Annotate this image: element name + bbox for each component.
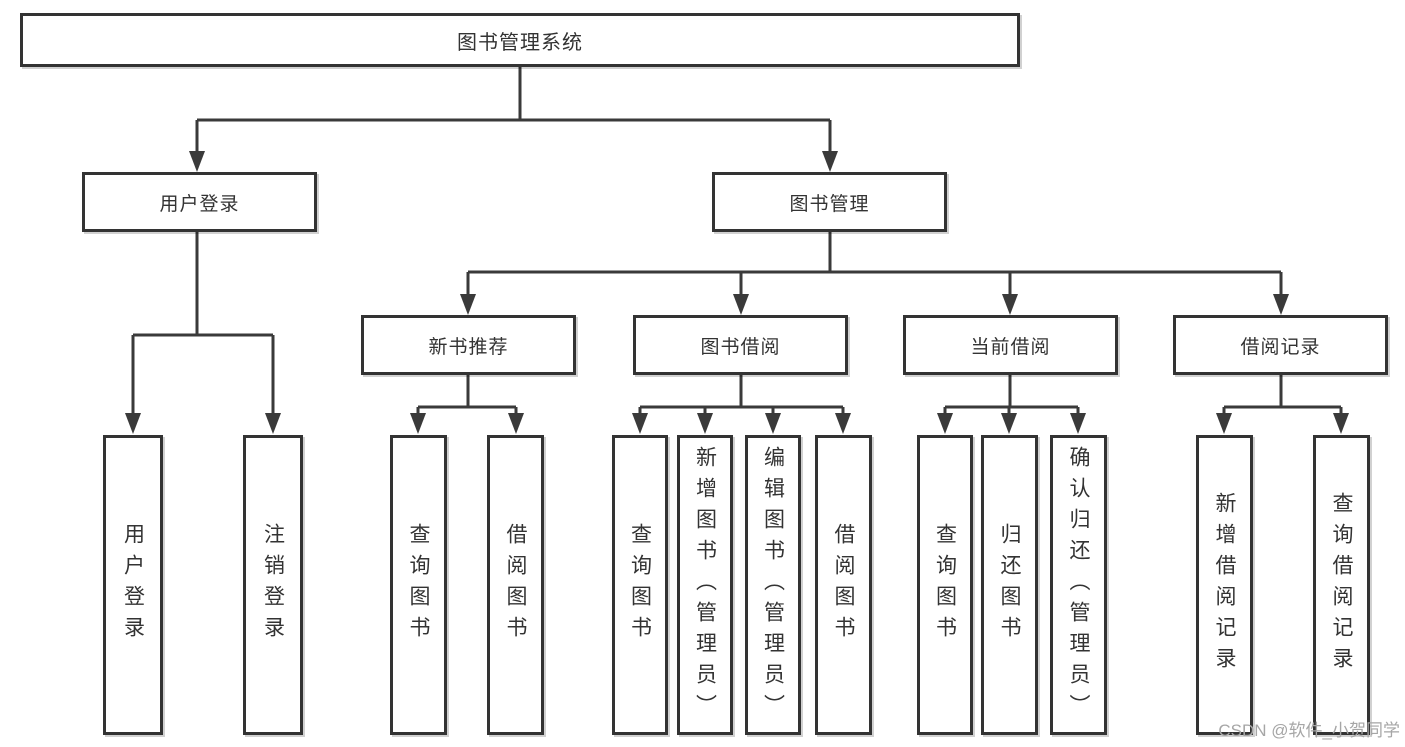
node-leaf-nb-query-books: 查询图书 [390,435,447,735]
node-book-borrow: 图书借阅 [633,315,848,375]
node-leaf-bb-query-books: 查询图书 [612,435,668,735]
node-label: 借阅图书 [832,523,855,647]
node-label: 注销登录 [261,523,285,647]
node-label: 查询图书 [933,523,957,647]
node-label: 借阅图书 [504,523,527,647]
node-book-management: 图书管理 [712,172,947,232]
node-label: 新书推荐 [428,336,509,358]
node-label: 用户登录 [121,523,145,647]
node-label: 新增图书（管理员） [693,445,717,725]
node-label: 查询借阅记录 [1330,492,1353,678]
node-leaf-br-query-record: 查询借阅记录 [1313,435,1370,735]
node-label: 查询图书 [628,523,652,647]
node-leaf-bb-edit-books-admin: 编辑图书（管理员） [745,435,801,735]
node-label: 图书管理系统 [457,31,583,54]
node-current-borrow: 当前借阅 [903,315,1118,375]
node-borrow-records: 借阅记录 [1173,315,1388,375]
node-new-book-recommend: 新书推荐 [361,315,576,375]
node-label: 图书借阅 [700,336,781,358]
node-label: 当前借阅 [970,336,1051,358]
node-label: 归还图书 [998,523,1021,647]
node-leaf-cb-confirm-return-admin: 确认归还（管理员） [1050,435,1107,735]
node-leaf-cb-query-books: 查询图书 [917,435,973,735]
node-label: 确认归还（管理员） [1067,445,1090,725]
csdn-watermark: CSDN @软件_小贺同学 [1218,721,1400,740]
node-leaf-user-login: 用户登录 [103,435,163,735]
node-label: 借阅记录 [1240,336,1321,358]
node-label: 图书管理 [789,193,870,215]
node-user-login: 用户登录 [82,172,317,232]
node-label: 查询图书 [407,523,430,647]
node-leaf-bb-borrow-books: 借阅图书 [815,435,872,735]
node-label: 新增借阅记录 [1213,492,1236,678]
node-leaf-cb-return-books: 归还图书 [981,435,1038,735]
node-label: 用户登录 [159,193,240,215]
arrowheads [125,151,1349,434]
node-leaf-nb-borrow-books: 借阅图书 [487,435,544,735]
node-leaf-logout: 注销登录 [243,435,303,735]
node-library-system: 图书管理系统 [20,13,1020,67]
node-label: 编辑图书（管理员） [761,445,785,725]
node-leaf-bb-add-books-admin: 新增图书（管理员） [677,435,733,735]
node-leaf-br-add-record: 新增借阅记录 [1196,435,1253,735]
